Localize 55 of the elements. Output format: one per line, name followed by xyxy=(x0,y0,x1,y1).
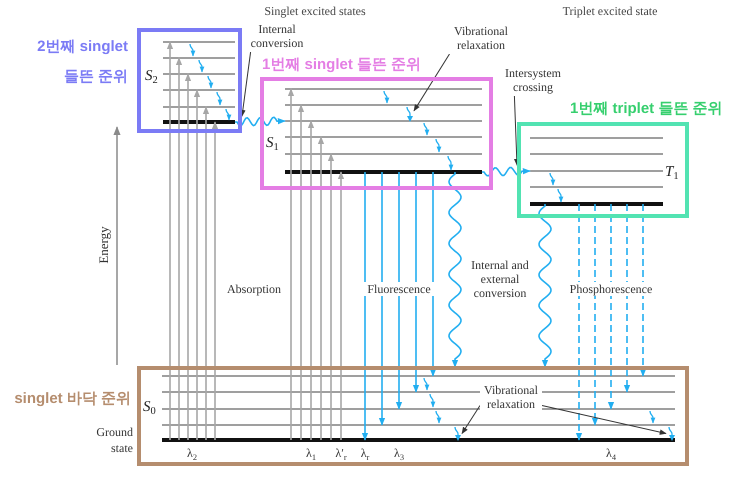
state-symbol: S$_{2}$ xyxy=(145,68,158,85)
dashed-arrow xyxy=(592,204,598,426)
leader-line xyxy=(240,52,252,117)
wavy-arrow xyxy=(538,204,552,368)
axis-label: Energy xyxy=(97,225,111,266)
leader-line xyxy=(542,405,667,435)
arrow xyxy=(430,172,436,377)
arrow xyxy=(412,172,420,393)
arrow xyxy=(184,73,192,440)
wavelength-label: λ$_{3}$ xyxy=(392,446,405,460)
arrow xyxy=(318,136,324,440)
arrow xyxy=(176,57,182,440)
leader-line xyxy=(514,96,520,166)
arrow xyxy=(298,104,304,440)
leader-line xyxy=(462,405,480,434)
dashed-arrow xyxy=(576,204,582,441)
wavy-arrow xyxy=(448,172,462,368)
state-symbol: S$_{0}$ xyxy=(143,399,156,416)
wavelength-label: λ′$_{r}$ xyxy=(334,446,348,460)
relaxation-arrow xyxy=(452,426,462,441)
section-heading: Singlet excited states xyxy=(263,4,367,18)
arrow xyxy=(338,171,344,440)
arrow xyxy=(194,89,200,440)
wavy-arrow xyxy=(482,166,531,176)
arrow xyxy=(166,41,174,440)
annotation-text: Vibrational relaxation xyxy=(480,383,542,413)
annotation-text: Intersystem crossing xyxy=(502,66,564,96)
section-heading: Triplet excited state xyxy=(562,4,658,18)
state-symbol: S$_{1}$ xyxy=(266,135,279,152)
arrow xyxy=(212,121,218,440)
arrow xyxy=(288,88,294,440)
state-symbol: T$_{1}$ xyxy=(665,164,679,181)
state-heading: singlet 바닥 준위 xyxy=(13,389,131,409)
state-heading: 2번째 singlet 들뜬 준위 xyxy=(36,37,128,87)
dashed-arrow xyxy=(624,204,630,393)
relaxation-arrow xyxy=(404,106,414,122)
leader-line xyxy=(414,54,450,112)
arrow xyxy=(308,120,314,440)
state-heading: 1번째 singlet 들뜬 준위 xyxy=(262,55,422,75)
dashed-arrow xyxy=(640,204,646,377)
process-label: Fluorescence xyxy=(362,282,436,296)
arrow xyxy=(378,172,386,426)
state-heading: 1번째 triplet 들뜬 준위 xyxy=(570,99,723,119)
wavelength-label: λ$_{2}$ xyxy=(186,446,198,460)
arrow xyxy=(396,172,402,410)
arrow xyxy=(202,106,210,440)
wavy-arrow xyxy=(235,116,286,127)
arrow xyxy=(328,153,334,440)
arrow xyxy=(362,172,368,441)
relaxation-arrow xyxy=(666,426,676,441)
state-caption: Ground state xyxy=(95,424,133,456)
wavelength-label: λ$_{4}$ xyxy=(604,446,617,460)
wavelength-label: λ$_{r}$ xyxy=(360,446,370,460)
dashed-arrow xyxy=(608,204,614,410)
wavelength-label: λ$_{1}$ xyxy=(304,446,317,460)
